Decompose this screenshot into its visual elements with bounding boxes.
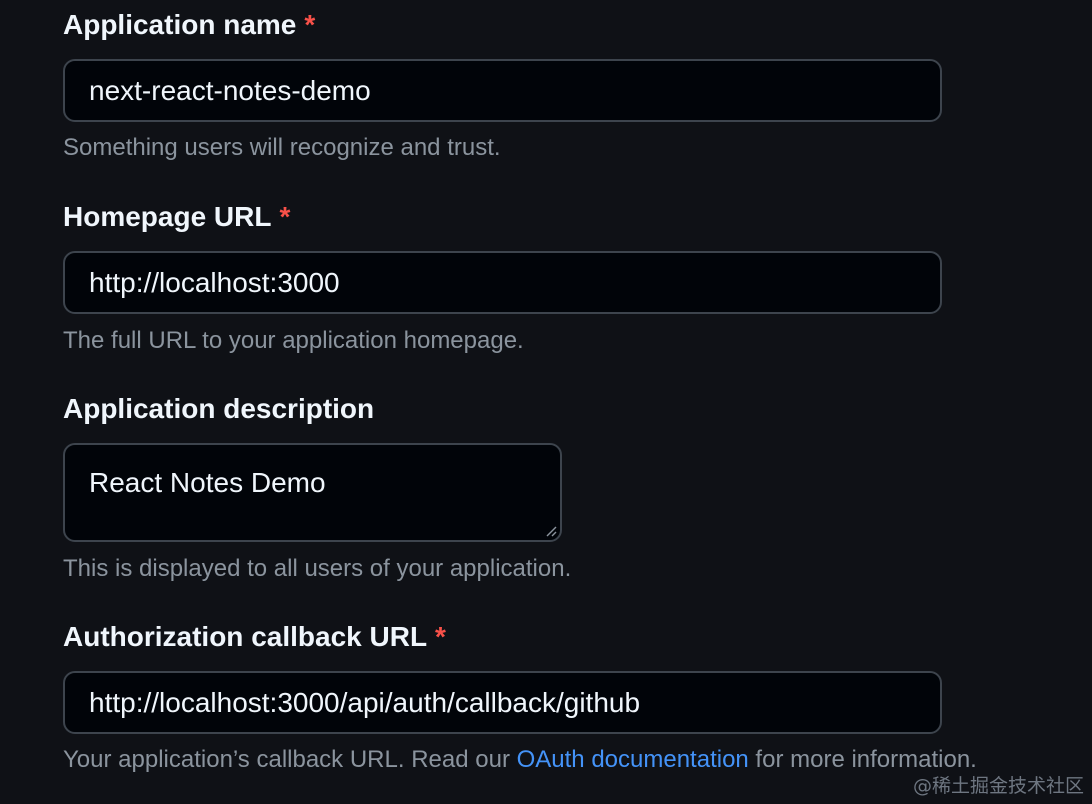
- homepage-url-hint: The full URL to your application homepag…: [63, 327, 524, 354]
- application-description-value: React Notes Demo: [89, 467, 326, 498]
- watermark: @稀土掘金技术社区: [912, 775, 1084, 797]
- field-authorization-callback-url: Authorization callback URL* http://local…: [63, 619, 977, 773]
- field-application-name: Application name* next-react-notes-demo …: [63, 7, 942, 161]
- resize-grip-icon[interactable]: [545, 525, 557, 537]
- callback-url-label: Authorization callback URL*: [63, 621, 446, 652]
- callback-url-input[interactable]: http://localhost:3000/api/auth/callback/…: [63, 671, 942, 734]
- field-application-description: Application description React Notes Demo…: [63, 391, 571, 582]
- field-homepage-url: Homepage URL* http://localhost:3000 The …: [63, 199, 942, 354]
- required-marker: *: [279, 201, 291, 232]
- application-name-label: Application name*: [63, 9, 316, 40]
- required-marker: *: [435, 621, 446, 652]
- application-description-hint: This is displayed to all users of your a…: [63, 555, 572, 582]
- application-description-label: Application description: [63, 393, 375, 424]
- application-name-hint: Something users will recognize and trust…: [63, 134, 501, 161]
- callback-url-hint: Your application’s callback URL. Read ou…: [63, 746, 977, 773]
- homepage-url-input[interactable]: http://localhost:3000: [63, 251, 942, 314]
- required-marker: *: [304, 9, 316, 40]
- application-description-textarea[interactable]: React Notes Demo: [63, 443, 562, 542]
- oauth-documentation-link[interactable]: OAuth documentation: [516, 746, 749, 773]
- homepage-url-label: Homepage URL*: [63, 201, 291, 232]
- application-name-input[interactable]: next-react-notes-demo: [63, 59, 942, 122]
